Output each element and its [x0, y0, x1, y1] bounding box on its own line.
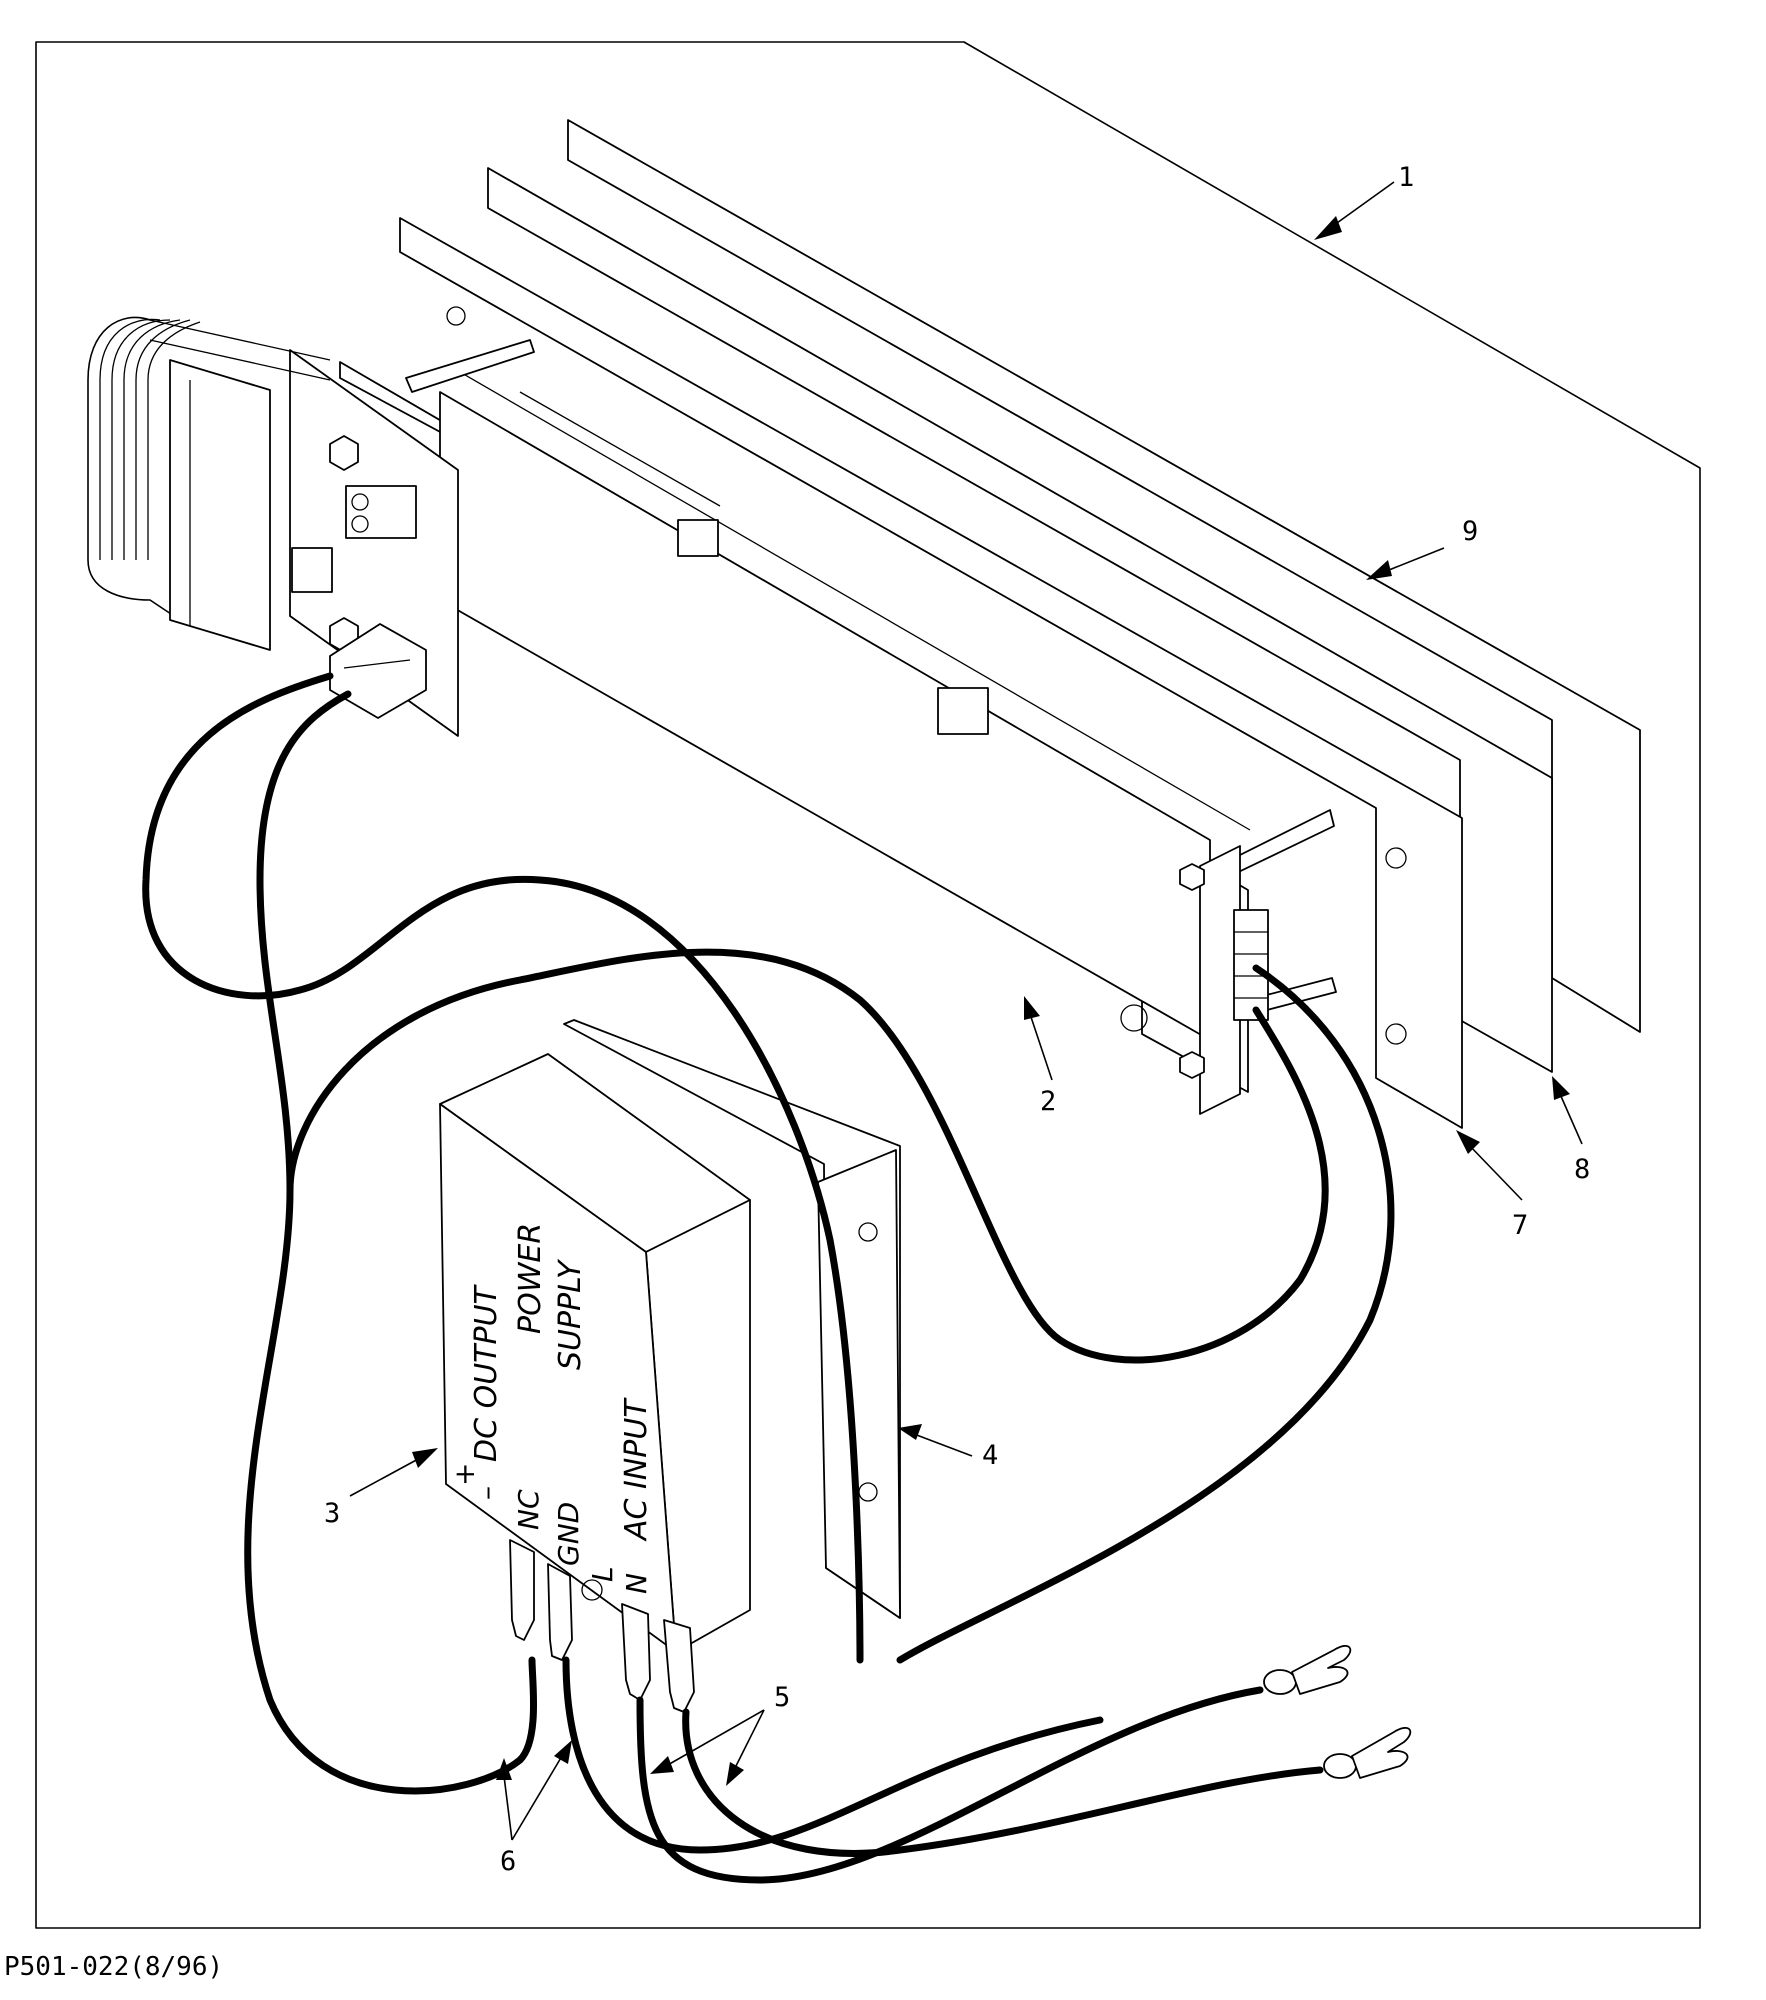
- pin-label-plus: +: [448, 1463, 481, 1486]
- terminal-lug: [663, 1619, 695, 1713]
- bracket-face: [817, 1149, 901, 1619]
- pin-label-n: N: [620, 1573, 653, 1594]
- callout-3: 3: [324, 1498, 340, 1529]
- dc-output-label: DC OUTPUT: [469, 1283, 504, 1462]
- mount-hole: [1385, 847, 1407, 869]
- leader-5: [650, 1709, 765, 1786]
- ac-input-wire: [682, 1708, 1324, 1857]
- end-bracket: [1199, 845, 1241, 1115]
- leader-8: [1552, 1076, 1583, 1145]
- pin-label-l: L: [586, 1566, 619, 1582]
- terminal-lug: [621, 1603, 651, 1701]
- ribbon-connector: [169, 359, 271, 651]
- board-9: [399, 217, 1463, 1129]
- leader-7: [1456, 1130, 1523, 1201]
- hex-nut: [1179, 1051, 1205, 1079]
- terminal-lug: [509, 1539, 535, 1641]
- drawing-border: [35, 41, 1701, 1929]
- component-block: [937, 687, 989, 735]
- mount-hole: [1385, 1023, 1407, 1045]
- standoff: [405, 339, 535, 393]
- callout-9: 9: [1462, 516, 1478, 547]
- leader-1: [1314, 181, 1395, 240]
- callout-2: 2: [1040, 1086, 1056, 1117]
- dc-ground-wire: [562, 1656, 1104, 1854]
- spade-terminal-upper: [1263, 1645, 1352, 1695]
- board-connector: [1233, 909, 1269, 1021]
- drawing-id: P501-022(8/96): [4, 1952, 224, 1982]
- hex-nut: [1179, 863, 1205, 891]
- terminal-lug: [547, 1563, 573, 1661]
- power-supply-title-line2: SUPPLY: [553, 1258, 588, 1370]
- pin-label-gnd: GND: [552, 1502, 585, 1566]
- leader-9: [1366, 547, 1445, 580]
- pin-label-minus: –: [470, 1486, 503, 1500]
- component-block: [291, 547, 333, 593]
- board-wire: [896, 964, 1395, 1664]
- ribbon-cable: [87, 316, 181, 621]
- spade-terminal-lower: [1323, 1727, 1412, 1779]
- hex-nut: [329, 435, 359, 471]
- mount-hole: [1120, 1004, 1148, 1032]
- terminal-block: [345, 485, 417, 539]
- dc-wire: [142, 672, 864, 1664]
- pin-label-nc: NC: [512, 1489, 545, 1530]
- callout-1: 1: [1398, 162, 1414, 193]
- terminal-screw: [581, 1579, 603, 1601]
- leader-6: [496, 1740, 572, 1841]
- callout-7: 7: [1512, 1210, 1528, 1241]
- board-2: [339, 361, 1249, 1093]
- callout-6: 6: [500, 1846, 516, 1877]
- board-wire: [286, 948, 1329, 1364]
- component-block: [677, 519, 719, 557]
- callout-4: 4: [982, 1440, 998, 1471]
- leader-2: [1024, 996, 1053, 1081]
- callout-5: 5: [774, 1682, 790, 1713]
- power-supply-title-line1: POWER: [513, 1223, 548, 1334]
- ac-input-wire: [636, 1686, 1264, 1884]
- callout-8: 8: [1574, 1154, 1590, 1185]
- mount-hole: [858, 1222, 878, 1242]
- power-connector: [329, 623, 427, 719]
- leader-4: [898, 1424, 973, 1457]
- mount-hole: [446, 306, 466, 326]
- dc-wire: [244, 690, 538, 1795]
- ac-input-label: AC INPUT: [619, 1397, 654, 1542]
- leader-3: [349, 1448, 438, 1497]
